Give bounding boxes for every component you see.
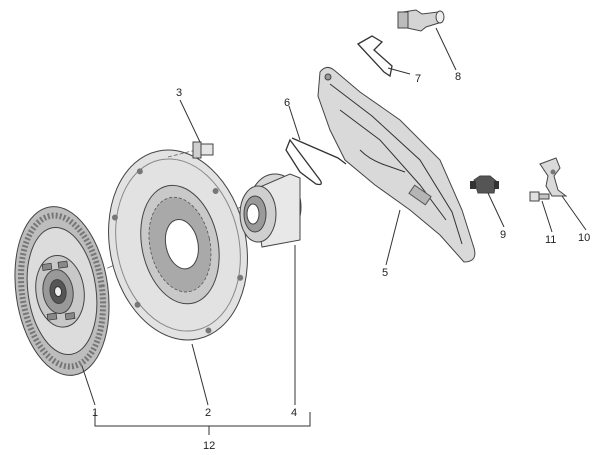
callout-labels: 3 6 7 8 5 9 11 10 1 2 4 12	[92, 71, 590, 452]
label-3: 3	[176, 87, 182, 99]
label-4: 4	[291, 407, 297, 419]
label-9: 9	[500, 229, 506, 241]
pressure-plate	[108, 149, 248, 341]
bracket	[539, 157, 568, 197]
label-6: 6	[284, 97, 290, 109]
retaining-spring	[356, 35, 393, 78]
label-12: 12	[203, 440, 215, 452]
label-1: 1	[92, 407, 98, 419]
rubber-boot	[470, 175, 499, 194]
leader-lines	[81, 27, 587, 435]
label-7: 7	[415, 73, 421, 85]
label-10: 10	[578, 232, 590, 244]
clutch-disc	[14, 206, 110, 376]
pivot-stud	[397, 9, 445, 32]
bolt	[167, 141, 214, 159]
small-bolt	[529, 191, 550, 202]
label-2: 2	[205, 407, 211, 419]
release-bearing	[239, 173, 302, 248]
label-8: 8	[455, 71, 461, 83]
label-11: 11	[545, 234, 556, 246]
release-fork	[317, 66, 476, 263]
spring-clip	[285, 137, 347, 186]
label-5: 5	[382, 267, 388, 279]
